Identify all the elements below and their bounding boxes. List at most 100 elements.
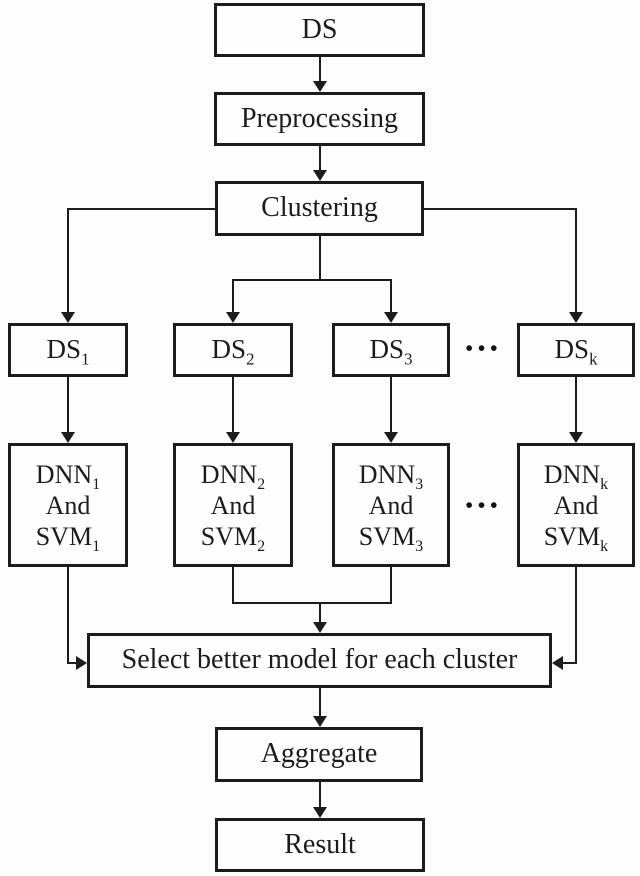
node-ds2-base: DS [211, 334, 247, 365]
arrowhead-down-icon [313, 170, 327, 181]
node-svm1-sub: 1 [92, 537, 101, 555]
arrowhead-down-icon [61, 312, 75, 323]
connector-clustering-dsk-vertical [575, 208, 577, 314]
node-ds1-label: DS1 [46, 334, 90, 367]
node-aggregate: Aggregate [215, 727, 423, 782]
arrowhead-down-icon [569, 432, 583, 443]
node-dnnk-sub: k [600, 475, 609, 493]
connector-aggregate-result [319, 782, 321, 808]
connector-clustering-split-horizontal [232, 279, 392, 281]
node-ds3-base: DS [369, 334, 405, 365]
node-svm3-base: SVM [358, 521, 416, 551]
node-ds1: DS1 [8, 323, 128, 377]
connector-dnn1-select-horizontal [67, 662, 79, 664]
node-dnn2-line3: SVM2 [200, 521, 266, 555]
connector-split-ds2 [232, 279, 234, 314]
node-preprocessing: Preprocessing [214, 92, 425, 146]
ellipsis-model-row: ••• [465, 492, 503, 517]
node-ds3-label: DS3 [369, 334, 413, 367]
connector-clustering-split-stem [319, 236, 321, 281]
connector-clustering-ds1-vertical [67, 208, 69, 314]
connector-clustering-dsk-horizontal [424, 208, 577, 210]
arrowhead-down-icon [313, 81, 327, 92]
node-ds-label: DS [301, 13, 338, 45]
node-svmk-sub: k [600, 537, 609, 555]
node-dsk-label: DSk [554, 334, 598, 367]
node-dnnk-line2: And [553, 490, 599, 520]
node-select-model: Select better model for each cluster [87, 633, 552, 688]
node-svm2-sub: 2 [257, 537, 266, 555]
node-ds2-label: DS2 [211, 334, 255, 367]
connector-clustering-ds1-horizontal [67, 208, 215, 210]
node-dnn2-base: DNN [200, 459, 258, 489]
node-dnn-svm-1: DNN1 And SVM1 [8, 443, 128, 567]
connector-dnnk-select-vertical [575, 567, 577, 664]
connector-split-ds3 [390, 279, 392, 314]
arrowhead-right-icon [76, 656, 87, 670]
node-dnn1-base: DNN [35, 459, 93, 489]
node-ds3-sub: 3 [404, 349, 413, 369]
arrowhead-left-icon [552, 656, 563, 670]
node-dnn-svm-k: DNNk And SVMk [517, 443, 635, 567]
connector-dnn2-merge [232, 567, 234, 604]
node-select-label: Select better model for each cluster [121, 644, 518, 676]
connector-ds3-dnn3 [390, 377, 392, 434]
node-dsk-base: DS [554, 334, 590, 365]
connector-select-aggregate [319, 688, 321, 718]
connector-ds-preprocessing [319, 57, 321, 85]
node-dnn3-base: DNN [358, 459, 416, 489]
node-dnn1-line2: And [45, 490, 91, 520]
node-svm1-base: SVM [35, 521, 93, 551]
arrowhead-down-icon [384, 312, 398, 323]
arrowhead-down-icon [226, 432, 240, 443]
connector-ds2-dnn2 [232, 377, 234, 434]
node-ds3: DS3 [332, 323, 450, 377]
node-clustering-label: Clustering [261, 192, 378, 224]
connector-merge-select [319, 602, 321, 624]
node-dnn1-sub: 1 [92, 475, 101, 493]
node-dnn-svm-3: DNN3 And SVM3 [332, 443, 450, 567]
node-dnn-svm-2: DNN2 And SVM2 [173, 443, 293, 567]
connector-preprocessing-clustering [319, 146, 321, 174]
arrowhead-down-icon [226, 312, 240, 323]
node-dnn3-line1: DNN3 [358, 459, 424, 493]
node-svmk-base: SVM [543, 521, 601, 551]
arrowhead-down-icon [61, 432, 75, 443]
node-dnn1-line1: DNN1 [35, 459, 101, 493]
connector-ds1-dnn1 [67, 377, 69, 434]
ellipsis-ds-row: ••• [465, 335, 503, 360]
node-ds1-base: DS [46, 334, 82, 365]
arrowhead-down-icon [313, 807, 327, 818]
connector-dnn3-merge [390, 567, 392, 604]
arrowhead-down-icon [313, 622, 327, 633]
arrowhead-down-icon [384, 432, 398, 443]
node-dnn2-sub: 2 [257, 475, 266, 493]
arrowhead-down-icon [313, 716, 327, 727]
node-dnn3-sub: 3 [415, 475, 424, 493]
node-result-label: Result [284, 828, 356, 860]
node-dnn1-line3: SVM1 [35, 521, 101, 555]
connector-dnn1-select-vertical [67, 567, 69, 664]
node-dnn3-line3: SVM3 [358, 521, 424, 555]
arrowhead-down-icon [569, 312, 583, 323]
node-dnn3-line2: And [368, 490, 414, 520]
connector-dsk-dnnk [575, 377, 577, 434]
node-dsk: DSk [517, 323, 635, 377]
node-svm2-base: SVM [200, 521, 258, 551]
node-dnnk-line3: SVMk [543, 521, 609, 555]
node-ds2: DS2 [173, 323, 293, 377]
node-svm3-sub: 3 [415, 537, 424, 555]
node-aggregate-label: Aggregate [260, 738, 378, 770]
node-dnn2-line2: And [210, 490, 256, 520]
node-result: Result [215, 818, 425, 872]
node-dsk-sub: k [589, 349, 598, 369]
node-dnnk-base: DNN [543, 459, 601, 489]
node-ds1-sub: 1 [81, 349, 90, 369]
connector-dnnk-select-horizontal [561, 662, 577, 664]
connector-merge-horizontal [232, 602, 392, 604]
node-preprocessing-label: Preprocessing [240, 102, 399, 134]
node-ds2-sub: 2 [246, 349, 255, 369]
node-dnnk-line1: DNNk [543, 459, 609, 493]
node-dnn2-line1: DNN2 [200, 459, 266, 493]
